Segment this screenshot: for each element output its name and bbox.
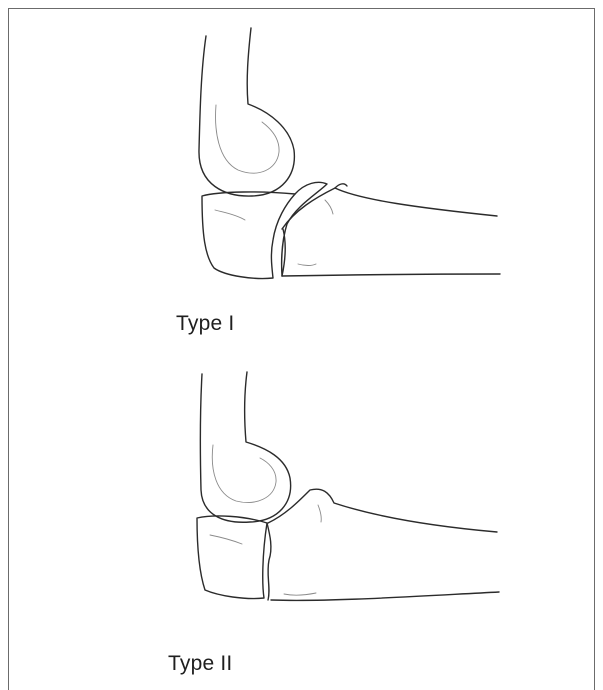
type-ii-humerus-inner bbox=[212, 445, 276, 502]
type-ii-drawing bbox=[197, 372, 499, 600]
type-i-humerus bbox=[199, 28, 294, 196]
type-i-caption: Type I bbox=[176, 312, 234, 336]
type-ii-olecranon bbox=[197, 516, 267, 599]
type-ii-fracture-line bbox=[267, 523, 271, 600]
type-ii-detail-lines bbox=[210, 505, 321, 595]
type-i-drawing bbox=[199, 28, 500, 279]
type-ii-caption: Type II bbox=[168, 652, 232, 676]
type-ii-ulna bbox=[268, 489, 499, 600]
type-ii-humerus bbox=[200, 372, 290, 522]
type-i-ulna-shaft bbox=[282, 188, 500, 276]
